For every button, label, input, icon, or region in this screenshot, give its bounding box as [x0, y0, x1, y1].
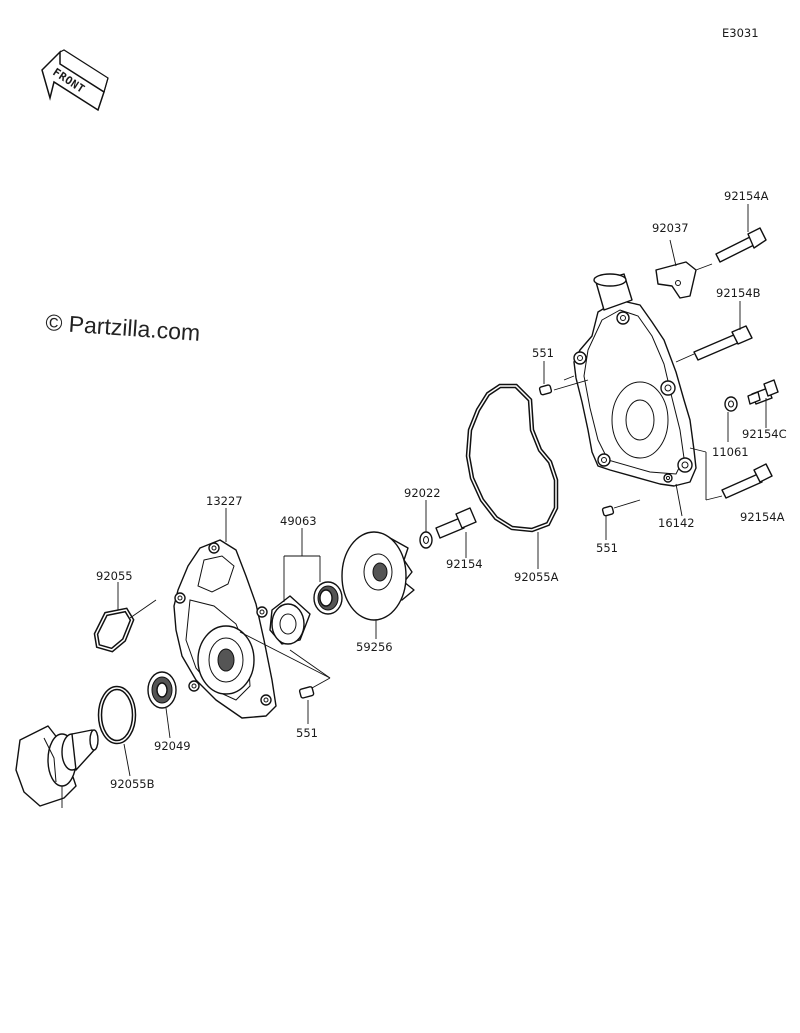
label-11061: 11061 — [712, 445, 749, 459]
impeller-59256 — [341, 531, 415, 621]
label-92022: 92022 — [404, 486, 441, 500]
balancer-shaft — [15, 725, 99, 807]
bolt-92154B — [693, 325, 753, 361]
label-92055B: 92055B — [110, 777, 155, 791]
label-49063: 49063 — [280, 514, 317, 528]
label-92055: 92055 — [96, 569, 133, 583]
label-551-top: 551 — [532, 346, 554, 360]
label-16142: 16142 — [658, 516, 695, 530]
dowel-pin-551-bottom — [298, 686, 315, 699]
pump-body-13227 — [173, 539, 277, 719]
label-92154A-bottom: 92154A — [740, 510, 785, 524]
label-92037: 92037 — [652, 221, 689, 235]
part-labels: 92154A 92037 92154B 551 92154C 11061 921… — [96, 189, 787, 791]
label-92154A-top: 92154A — [724, 189, 769, 203]
diagram-code: E3031 — [722, 26, 759, 40]
label-59256: 59256 — [356, 640, 393, 654]
washer-11061 — [724, 396, 738, 412]
mechanical-seal-49063 — [269, 581, 343, 645]
bolt-92154A-bottom — [721, 463, 773, 499]
label-92049: 92049 — [154, 739, 191, 753]
bolt-92154C — [747, 379, 779, 405]
label-92154C: 92154C — [742, 427, 787, 441]
washer-92022 — [419, 531, 433, 549]
o-ring-92055 — [93, 607, 135, 653]
dowel-pin-551-top — [538, 384, 553, 396]
label-92154: 92154 — [446, 557, 483, 571]
oil-seal-92049 — [147, 671, 177, 709]
label-92154B: 92154B — [716, 286, 761, 300]
bolt-92154A-top — [715, 227, 767, 263]
label-13227: 13227 — [206, 494, 243, 508]
label-92055A: 92055A — [514, 570, 559, 584]
clamp-92037 — [655, 261, 697, 299]
dowel-pin-551-right — [601, 505, 615, 517]
label-551-bottom: 551 — [296, 726, 318, 740]
pump-cover-16142 — [573, 273, 697, 487]
watermark: © Partzilla.com — [45, 309, 201, 346]
front-arrow-icon: FRONT — [41, 49, 109, 112]
o-ring-92055B — [97, 685, 137, 745]
label-551-right: 551 — [596, 541, 618, 555]
leader-lines — [61, 204, 767, 808]
o-ring-92055A — [465, 383, 559, 533]
bolt-92154 — [435, 507, 477, 539]
